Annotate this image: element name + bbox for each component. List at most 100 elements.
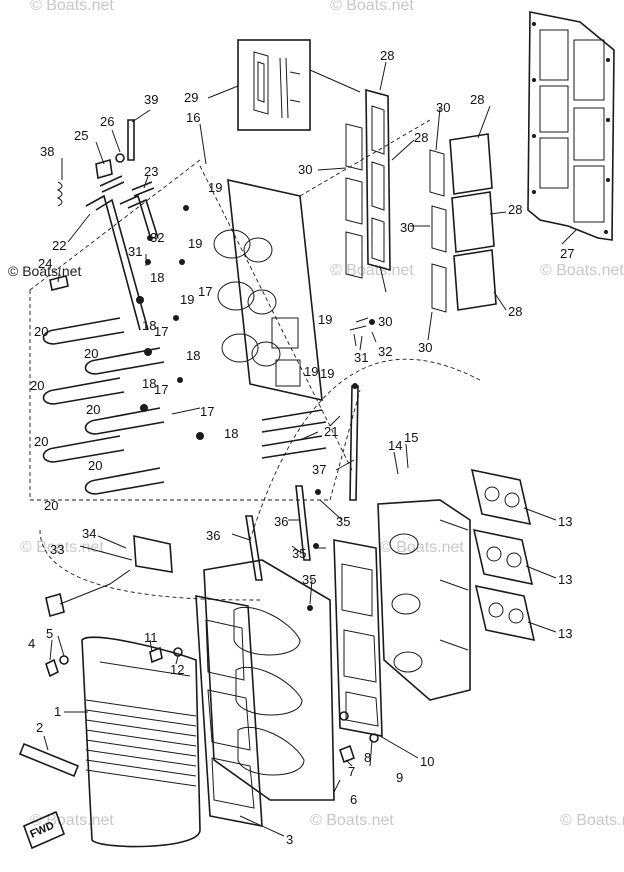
callout-6: 6 bbox=[350, 792, 357, 807]
hose-22-23 bbox=[85, 175, 159, 331]
callout-20: 20 bbox=[30, 378, 44, 393]
callout-14: 14 bbox=[388, 438, 402, 453]
manifold-plate-16 bbox=[199, 165, 353, 471]
callout-19: 19 bbox=[320, 366, 334, 381]
callout-28: 28 bbox=[508, 202, 522, 217]
callout-19: 19 bbox=[304, 364, 318, 379]
callout-30: 30 bbox=[298, 162, 312, 177]
callout-4: 4 bbox=[28, 636, 35, 651]
callout-18: 18 bbox=[224, 426, 238, 441]
detail-inset-29 bbox=[237, 39, 361, 131]
callout-25: 25 bbox=[74, 128, 88, 143]
assembly-boundary bbox=[29, 119, 431, 501]
callout-20: 20 bbox=[88, 458, 102, 473]
callout-13: 13 bbox=[558, 626, 572, 641]
callout-28: 28 bbox=[380, 48, 394, 63]
callout-34: 34 bbox=[82, 526, 96, 541]
callout-2: 2 bbox=[36, 720, 43, 735]
callout-35: 35 bbox=[336, 514, 350, 529]
callout-12: 12 bbox=[170, 662, 184, 677]
callout-35: 35 bbox=[302, 572, 316, 587]
linkage-33-34 bbox=[45, 534, 173, 618]
intake-housing-6 bbox=[203, 559, 335, 801]
gasket-10 bbox=[333, 539, 383, 737]
callout-36: 36 bbox=[274, 514, 288, 529]
callout-19: 19 bbox=[208, 180, 222, 195]
callout-19: 19 bbox=[318, 312, 332, 327]
callout-19: 19 bbox=[180, 292, 194, 307]
callout-20: 20 bbox=[34, 324, 48, 339]
callout-31: 31 bbox=[354, 350, 368, 365]
callout-35: 35 bbox=[292, 546, 306, 561]
callout-10: 10 bbox=[420, 754, 434, 769]
callout-33: 33 bbox=[50, 542, 64, 557]
callout-38: 38 bbox=[40, 144, 54, 159]
callout-36: 36 bbox=[206, 528, 220, 543]
callout-9: 9 bbox=[396, 770, 403, 785]
watermark-faint: © Boats.net bbox=[380, 539, 464, 556]
callout-7: 7 bbox=[348, 764, 355, 779]
callout-20: 20 bbox=[34, 434, 48, 449]
gasket-27 bbox=[527, 11, 615, 241]
callout-31: 31 bbox=[128, 244, 142, 259]
cover-1 bbox=[81, 636, 201, 848]
callout-5: 5 bbox=[46, 626, 53, 641]
leader-lines bbox=[43, 61, 577, 837]
callout-16: 16 bbox=[186, 110, 200, 125]
reed-valve-blocks-right bbox=[349, 133, 497, 347]
watermark-faint: © Boats.net bbox=[330, 0, 414, 14]
callout-30: 30 bbox=[418, 340, 432, 355]
callout-15: 15 bbox=[404, 430, 418, 445]
callout-11: 11 bbox=[144, 630, 158, 645]
callout-3: 3 bbox=[286, 832, 293, 847]
callout-30: 30 bbox=[378, 314, 392, 329]
callout-32: 32 bbox=[150, 230, 164, 245]
assembly-boundary bbox=[39, 358, 481, 601]
watermark-faint: © Boats.net bbox=[310, 812, 394, 829]
callout-30: 30 bbox=[436, 100, 450, 115]
watermark-faint: © Boats.net bbox=[540, 262, 624, 279]
callout-28: 28 bbox=[414, 130, 428, 145]
callout-1: 1 bbox=[54, 704, 61, 719]
callout-20: 20 bbox=[86, 402, 100, 417]
callout-23: 23 bbox=[144, 164, 158, 179]
watermark-faint: © Boats.net bbox=[20, 539, 104, 556]
callout-13: 13 bbox=[558, 572, 572, 587]
callout-labels: 1 2 3 4 5 6 7 8 9 10 11 12 13 13 13 14 1… bbox=[28, 48, 574, 847]
callout-8: 8 bbox=[364, 750, 371, 765]
callout-27: 27 bbox=[560, 246, 574, 261]
callout-32: 32 bbox=[378, 344, 392, 359]
callout-39: 39 bbox=[144, 92, 158, 107]
callout-24: 24 bbox=[38, 256, 52, 271]
watermark-faint: © Boats.net bbox=[560, 812, 624, 829]
watermark-faint: © Boats.net bbox=[30, 812, 114, 829]
callout-26: 26 bbox=[100, 114, 114, 129]
fittings-17-18-19 bbox=[136, 205, 204, 440]
callout-20: 20 bbox=[44, 498, 58, 513]
hose-set-20 bbox=[42, 317, 327, 495]
watermark-faint: © Boats.net bbox=[330, 262, 414, 279]
callout-17: 17 bbox=[154, 382, 168, 397]
callout-18: 18 bbox=[150, 270, 164, 285]
gasket-3 bbox=[195, 595, 263, 827]
callout-18: 18 bbox=[186, 348, 200, 363]
callout-18: 18 bbox=[142, 376, 156, 391]
reed-valve-stack-center bbox=[345, 88, 391, 279]
callout-17: 17 bbox=[200, 404, 214, 419]
callout-21: 21 bbox=[324, 424, 338, 439]
callout-18: 18 bbox=[142, 318, 156, 333]
callout-22: 22 bbox=[52, 238, 66, 253]
watermark-faint: © Boats.net bbox=[30, 0, 114, 14]
callout-30: 30 bbox=[400, 220, 414, 235]
carburetor-body bbox=[377, 499, 471, 701]
callout-17: 17 bbox=[154, 324, 168, 339]
callout-13: 13 bbox=[558, 514, 572, 529]
callout-19: 19 bbox=[188, 236, 202, 251]
callout-28: 28 bbox=[508, 304, 522, 319]
callout-37: 37 bbox=[312, 462, 326, 477]
callout-28: 28 bbox=[470, 92, 484, 107]
watermark-main: © Boats.net bbox=[8, 263, 81, 279]
callout-20: 20 bbox=[84, 346, 98, 361]
callout-29: 29 bbox=[184, 90, 198, 105]
